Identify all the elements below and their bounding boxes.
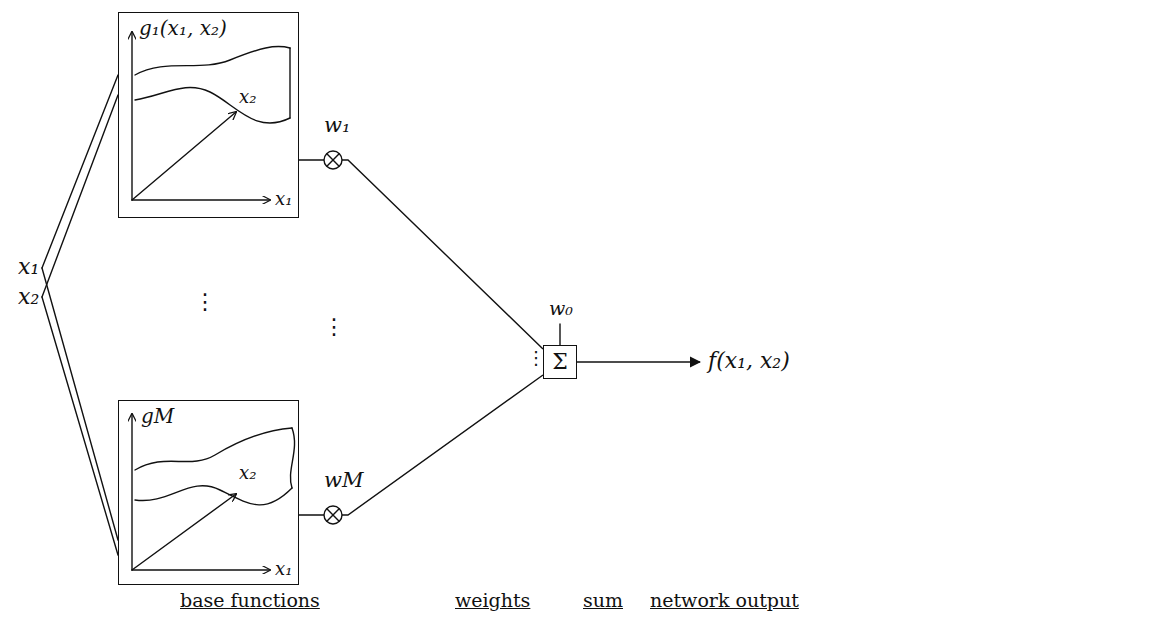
input-wire [42, 268, 118, 540]
input-label: x₂ [18, 285, 39, 309]
axis [132, 199, 270, 200]
multiplier-symbol [324, 506, 342, 524]
surface-curve [135, 486, 292, 505]
axis-label: x₁ [275, 559, 292, 579]
axis [131, 414, 132, 570]
edge-layer [299, 160, 543, 515]
axis-label: x₂ [239, 463, 256, 483]
axis [131, 32, 132, 200]
weight-label: w₁ [324, 114, 350, 137]
output-layer [577, 362, 700, 363]
surface-curve [289, 48, 290, 118]
weighted-connection [299, 375, 543, 515]
output-arrow [577, 361, 700, 362]
function-label: gM [141, 405, 174, 427]
multiplier-symbol [327, 154, 340, 167]
base-function-box: gM x₂ x₁ [118, 400, 299, 585]
base-function-box: g₁(x₁, x₂) x₂ x₁ [118, 12, 299, 218]
axis [132, 569, 270, 570]
bias-label: w₀ [549, 298, 573, 319]
axis [132, 112, 236, 200]
caption: base functions [180, 590, 320, 611]
sum-box: Σ [543, 345, 577, 379]
function-label: g₁(x₁, x₂) [139, 17, 227, 39]
weighted-connection [299, 160, 543, 349]
output-label: f(x₁, x₂) [708, 349, 790, 373]
surface-curve [290, 428, 294, 488]
surface-curve [135, 428, 292, 470]
surface-curve [135, 87, 290, 123]
axis-label: x₂ [239, 87, 256, 107]
caption: weights [455, 590, 530, 611]
ellipsis: ⋮ [527, 348, 545, 368]
input-wire [42, 75, 118, 268]
surface-curve [135, 47, 290, 76]
multiplier-symbol [324, 151, 342, 169]
input-wire [42, 297, 118, 555]
ellipsis: ⋮ [194, 290, 216, 314]
weight-label: wM [324, 469, 363, 492]
function-label: Σ [552, 350, 568, 374]
input-wire [42, 95, 118, 297]
axis-label: x₁ [275, 189, 292, 209]
multiplier-symbol [327, 509, 340, 522]
caption: network output [650, 590, 799, 611]
caption: sum [583, 590, 623, 611]
bias-line [559, 324, 560, 345]
axis [132, 494, 236, 570]
ellipsis: ⋮ [323, 315, 345, 339]
input-label: x₁ [18, 255, 39, 279]
